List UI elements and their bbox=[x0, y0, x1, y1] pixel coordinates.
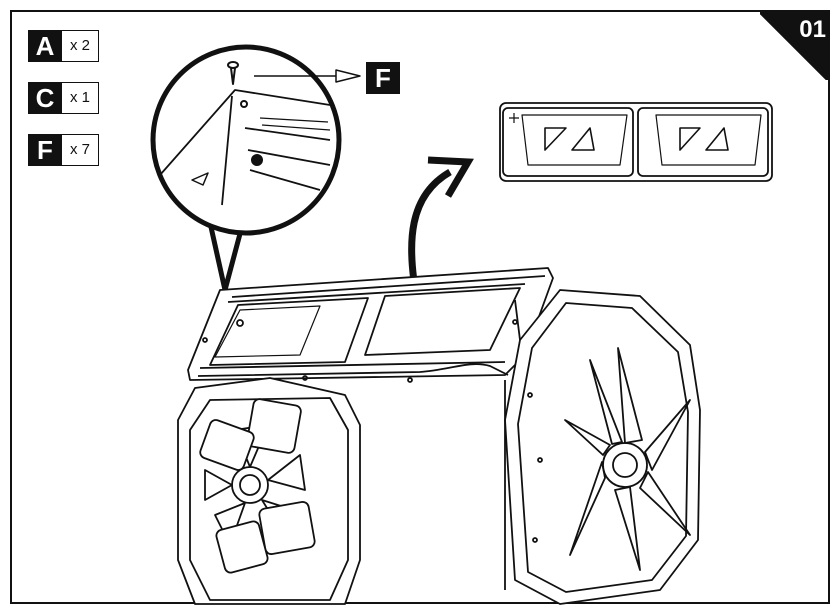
callout-part-label: F bbox=[366, 62, 400, 94]
instruction-frame bbox=[10, 10, 830, 604]
step-corner-tab bbox=[760, 10, 830, 80]
part-letter: C bbox=[28, 82, 62, 114]
left-wheel bbox=[177, 377, 361, 605]
part-quantity: x 7 bbox=[62, 134, 99, 166]
top-panel-piece bbox=[499, 102, 773, 182]
part-a: A x 2 bbox=[28, 30, 99, 62]
detail-magnifier bbox=[150, 44, 342, 293]
step-number: 01 bbox=[799, 16, 826, 43]
frame-top-assembly bbox=[187, 267, 554, 383]
part-letter: A bbox=[28, 30, 62, 62]
part-c: C x 1 bbox=[28, 82, 99, 114]
part-quantity: x 2 bbox=[62, 30, 99, 62]
part-quantity: x 1 bbox=[62, 82, 99, 114]
pointer-arrow-icon bbox=[254, 69, 361, 83]
screw-icon bbox=[227, 61, 239, 85]
part-f: F x 7 bbox=[28, 134, 99, 166]
right-wheel bbox=[504, 289, 701, 605]
part-letter: F bbox=[28, 134, 62, 166]
